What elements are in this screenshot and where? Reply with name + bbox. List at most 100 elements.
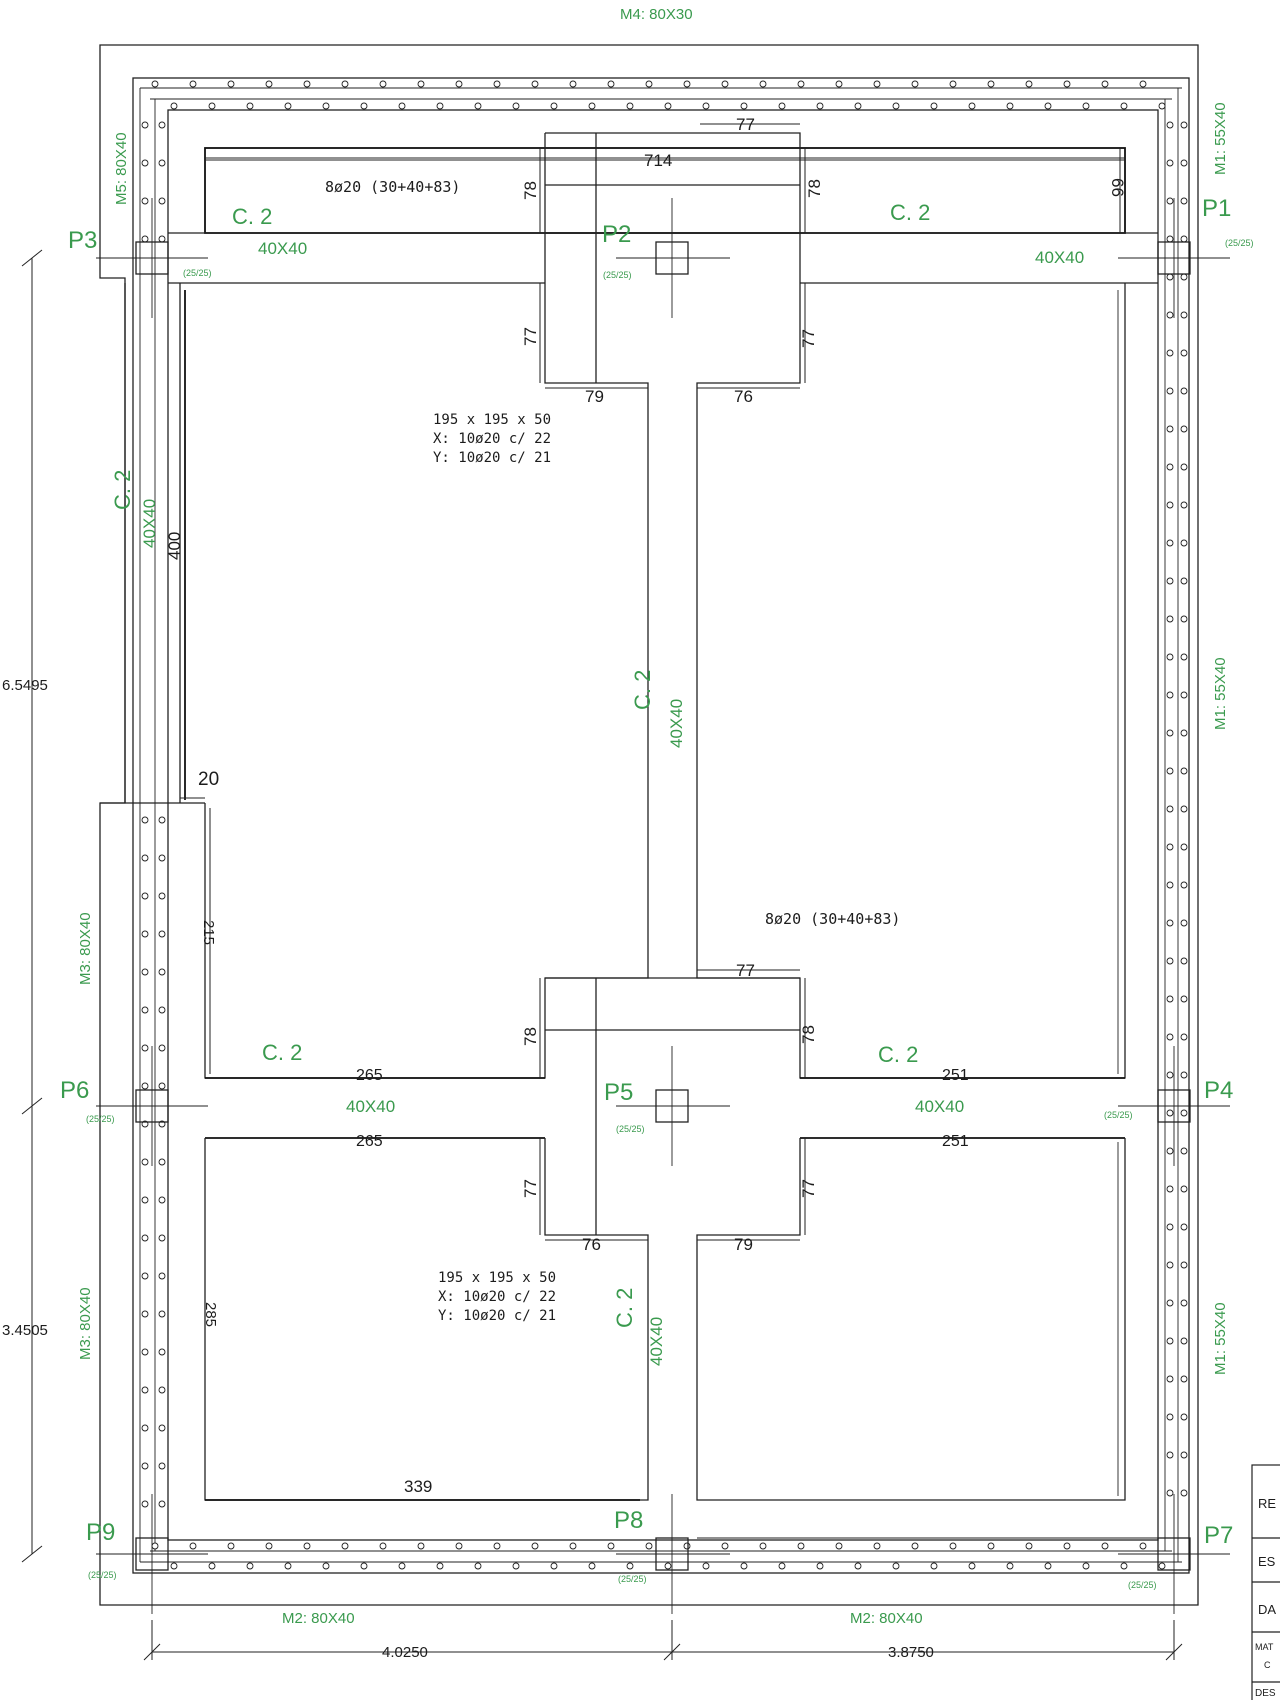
rebar-dot <box>1166 767 1174 775</box>
dim-76-top: 76 <box>734 387 753 406</box>
dim-79-top: 79 <box>585 387 604 406</box>
rebar-dot <box>1139 80 1147 88</box>
pillar-label-p4: P4 <box>1204 1077 1233 1104</box>
rebar-dot <box>141 892 149 900</box>
rebar-dot <box>158 1348 166 1356</box>
pillar-section-p8: (25/25) <box>618 1574 647 1584</box>
beam-size-mid-left: 40X40 <box>346 1097 395 1116</box>
rebar-dot <box>158 1386 166 1394</box>
dimension-lines <box>21 123 1183 1661</box>
rebar-dot <box>759 1542 767 1550</box>
rebar-dot <box>892 102 900 110</box>
rebar-dot <box>1166 1413 1174 1421</box>
rebar-dot <box>141 235 149 243</box>
rebar-dot <box>360 102 368 110</box>
rebar-dot <box>1166 501 1174 509</box>
dim-265-top: 265 <box>356 1067 383 1084</box>
rebar-dot <box>158 1082 166 1090</box>
beam-size-mid-right: 40X40 <box>915 1097 964 1116</box>
wall-outline-mid <box>132 77 1190 1574</box>
pillar-label-p1: P1 <box>1202 195 1231 222</box>
rebar-dot <box>360 1562 368 1570</box>
rebar-dot <box>158 1158 166 1166</box>
rebar-dot <box>1166 1337 1174 1345</box>
rebar-dot <box>1166 387 1174 395</box>
rebar-dot <box>208 102 216 110</box>
dim-79-low: 79 <box>734 1235 753 1254</box>
rebar-dot <box>1166 273 1174 281</box>
dim-77-vl: 77 <box>521 327 540 346</box>
wall-label-left-m3b: M3: 80X40 <box>77 1287 94 1360</box>
rebar-dot <box>1166 1261 1174 1269</box>
rebar-dot <box>141 816 149 824</box>
rebar-dot <box>141 1196 149 1204</box>
dim-78-right: 78 <box>805 179 824 198</box>
rebar-dot <box>141 968 149 976</box>
wall-label-right-1: M1: 55X40 <box>1212 102 1229 175</box>
rebar-dot <box>1166 995 1174 1003</box>
dim-77-low-r: 77 <box>799 1179 818 1198</box>
pillar-label-p7: P7 <box>1204 1522 1233 1549</box>
rebar-dot <box>1166 653 1174 661</box>
footing-upper-x: X: 10ø20 c/ 22 <box>433 431 551 447</box>
rebar-dot <box>141 1044 149 1052</box>
rebar-dot <box>141 1082 149 1090</box>
beam-size-bottom-center: 40X40 <box>647 1317 666 1366</box>
rebar-dot <box>1180 463 1188 471</box>
rebar-dot <box>141 1424 149 1432</box>
beam-label-mid-right: C. 2 <box>878 1042 918 1067</box>
pillar-label-p9: P9 <box>86 1519 115 1546</box>
rebar-dot <box>854 1562 862 1570</box>
pillar-section-p7: (25/25) <box>1128 1580 1157 1590</box>
rebar-dot <box>436 102 444 110</box>
rebar-dot <box>1044 1562 1052 1570</box>
rebar-dot <box>1180 273 1188 281</box>
rebar-dot <box>1180 1489 1188 1497</box>
dim-66: 66 <box>1108 178 1127 197</box>
rebar-dot <box>1025 80 1033 88</box>
rebar-note-top: 8ø20 (30+40+83) <box>325 178 460 196</box>
dim-tick-2 <box>21 1097 43 1115</box>
rebar-dot <box>158 1006 166 1014</box>
rebar-dot <box>835 1542 843 1550</box>
rebar-dot <box>208 1562 216 1570</box>
rebar-dot <box>158 1462 166 1470</box>
rebar-dot <box>158 930 166 938</box>
dim-714: 714 <box>644 151 672 170</box>
rebar-dot <box>158 1500 166 1508</box>
rebar-dot <box>949 1542 957 1550</box>
rebar-dot <box>664 102 672 110</box>
rebar-dot <box>379 80 387 88</box>
rebar-dot <box>158 1272 166 1280</box>
perimeter-walls <box>99 44 1199 1606</box>
room-upper-right <box>696 283 1126 1079</box>
rebar-dot <box>170 102 178 110</box>
rebar-dot <box>1044 102 1052 110</box>
rebar-dot <box>607 80 615 88</box>
rebar-dot <box>1082 102 1090 110</box>
rebar-dot <box>987 1542 995 1550</box>
dim-20: 20 <box>198 769 219 790</box>
beam-label-bottom-center: C. 2 <box>612 1288 637 1328</box>
pillar-axes <box>96 198 1230 1614</box>
rebar-dot <box>1166 881 1174 889</box>
pillar-label-p6: P6 <box>60 1077 89 1104</box>
rebar-dot <box>816 102 824 110</box>
rebar-dot <box>1082 1562 1090 1570</box>
rebar-dot <box>322 102 330 110</box>
rebar-dot <box>1180 615 1188 623</box>
rebar-dot <box>1166 1451 1174 1459</box>
rebar-dot <box>158 968 166 976</box>
rebar-dot <box>588 102 596 110</box>
dim-left-upper: 6.5495 <box>2 677 48 694</box>
rebar-dot <box>588 1562 596 1570</box>
title-block-row4b: C <box>1264 1660 1271 1670</box>
rebar-dot <box>1180 881 1188 889</box>
pillar-label-p3: P3 <box>68 227 97 254</box>
dim-tick-1 <box>21 249 43 267</box>
rebar-dot <box>1180 1337 1188 1345</box>
rebar-dot <box>854 102 862 110</box>
rebar-dot <box>1166 235 1174 243</box>
rebar-dot <box>740 1562 748 1570</box>
rebar-dot <box>379 1542 387 1550</box>
